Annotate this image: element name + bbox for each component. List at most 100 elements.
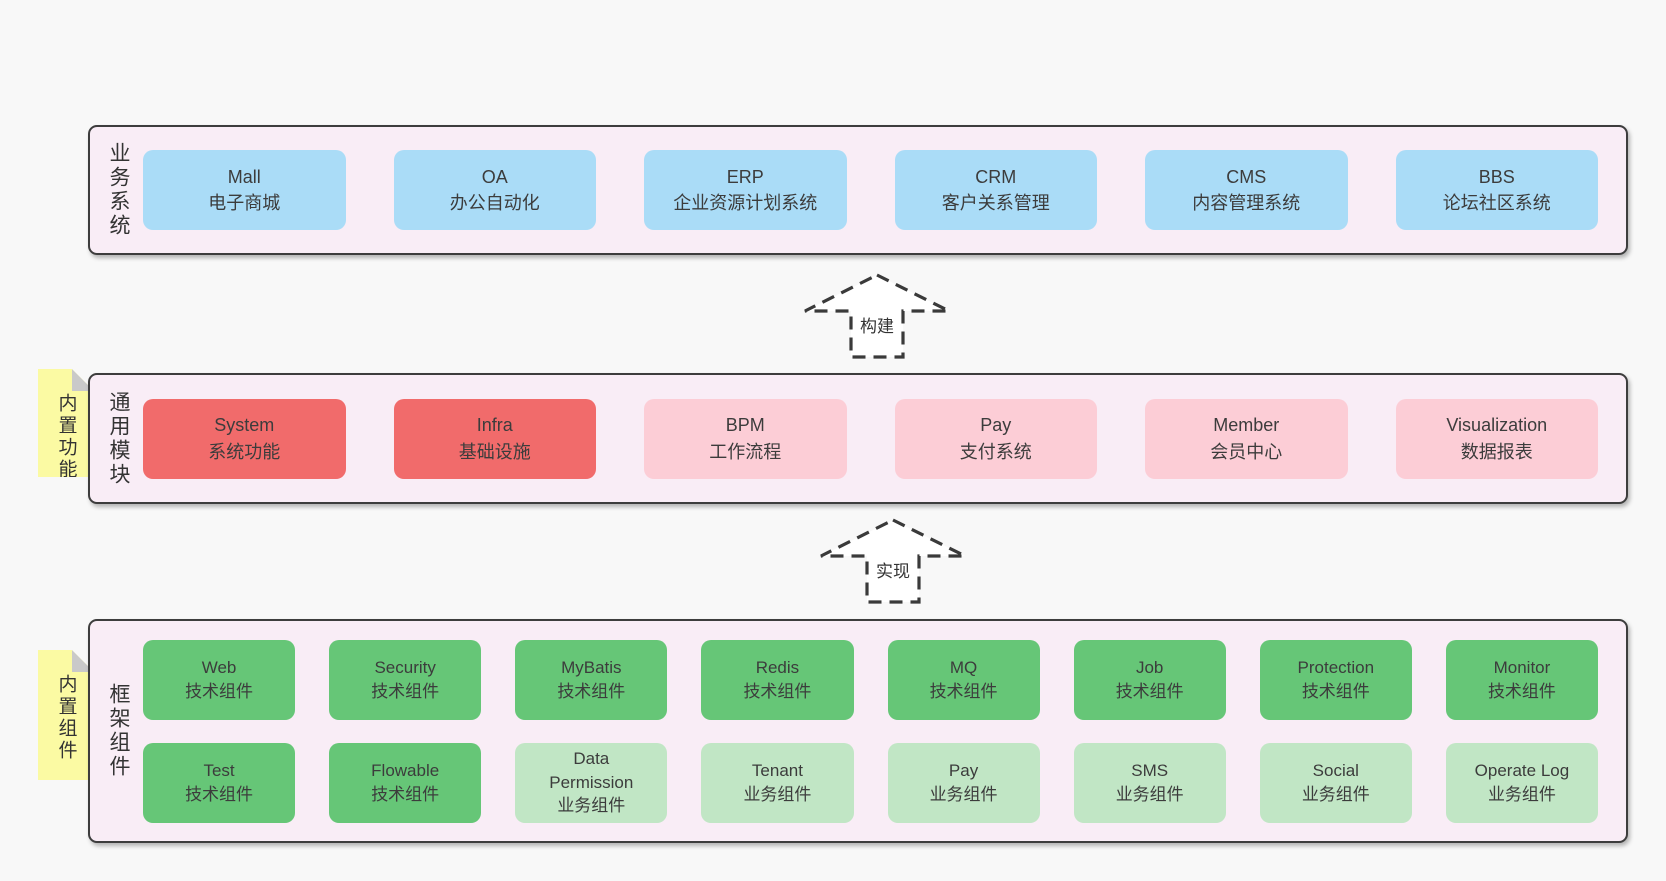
box-mall: Mall 电子商城: [143, 150, 346, 230]
implement-arrow-label: 实现: [873, 557, 913, 582]
box-desc: 业务组件: [743, 784, 812, 804]
business-systems-panel: 业务系统 Mall 电子商城 OA 办公自动化 ERP 企业资源计划系统 CRM…: [88, 125, 1628, 255]
box-desc: 基础设施: [458, 441, 531, 462]
box-desc: 技术组件: [1301, 681, 1370, 701]
box-tenant: Tenant 业务组件: [701, 742, 854, 823]
box-test: Test 技术组件: [143, 742, 296, 823]
box-name: Protection: [1297, 658, 1375, 678]
box-name: CMS: [1226, 166, 1267, 187]
box-name: Operate Log: [1474, 761, 1570, 781]
common-modules-row: System 系统功能 Infra 基础设施 BPM 工作流程 Pay 支付系统…: [133, 398, 1626, 479]
box-desc: 系统功能: [208, 441, 281, 462]
box-system: System 系统功能: [143, 398, 346, 479]
box-name: Job: [1135, 658, 1164, 678]
box-desc: 技术组件: [557, 681, 626, 701]
box-desc: 业务组件: [1301, 784, 1370, 804]
box-name: Data Permission: [549, 749, 634, 792]
box-name: BBS: [1478, 166, 1515, 187]
box-cms: CMS 内容管理系统: [1145, 150, 1348, 230]
business-systems-title: 业务系统: [107, 142, 130, 238]
box-desc: 办公自动化: [449, 193, 540, 213]
box-name: Pay: [980, 415, 1012, 436]
box-desc: 企业资源计划系统: [673, 193, 818, 213]
box-web: Web 技术组件: [143, 639, 296, 720]
box-name: Visualization: [1446, 415, 1548, 436]
box-desc: 技术组件: [185, 784, 254, 804]
box-name: Mall: [227, 166, 261, 187]
box-oa: OA 办公自动化: [393, 150, 596, 230]
box-name: Flowable: [371, 761, 440, 781]
box-security: Security 技术组件: [329, 639, 482, 720]
business-systems-row: Mall 电子商城 OA 办公自动化 ERP 企业资源计划系统 CRM 客户关系…: [133, 150, 1626, 230]
box-mybatis: MyBatis 技术组件: [515, 639, 668, 720]
box-mq: MQ 技术组件: [887, 639, 1040, 720]
box-desc: 业务组件: [929, 784, 998, 804]
box-desc: 客户关系管理: [941, 193, 1050, 213]
implement-arrow-icon: 实现: [818, 517, 968, 605]
box-sms: SMS 业务组件: [1073, 742, 1226, 823]
box-name: System: [214, 415, 275, 436]
box-desc: 论坛社区系统: [1442, 193, 1551, 213]
box-name: Member: [1213, 415, 1280, 436]
box-name: BPM: [725, 415, 765, 436]
box-desc: 技术组件: [1115, 681, 1184, 701]
box-desc: 业务组件: [1487, 784, 1556, 804]
box-monitor: Monitor 技术组件: [1445, 639, 1598, 720]
box-name: CRM: [975, 166, 1017, 187]
box-name: Tenant: [751, 761, 803, 781]
box-desc: 技术组件: [371, 681, 440, 701]
box-name: MQ: [949, 658, 978, 678]
box-name: Infra: [476, 415, 513, 436]
box-name: Security: [374, 658, 436, 678]
box-desc: 技术组件: [371, 784, 440, 804]
box-name: Pay: [948, 761, 979, 781]
builtin-features-label: 内置功能: [55, 393, 77, 481]
box-bpm: BPM 工作流程: [644, 398, 847, 479]
builtin-components-sticky: 内置组件: [38, 650, 94, 780]
box-job: Job 技术组件: [1073, 639, 1226, 720]
box-desc: 内容管理系统: [1192, 193, 1301, 213]
box-name: Social: [1312, 761, 1359, 781]
box-name: OA: [481, 166, 508, 187]
box-desc: 技术组件: [185, 681, 254, 701]
box-pay-component: Pay 业务组件: [887, 742, 1040, 823]
box-erp: ERP 企业资源计划系统: [644, 150, 847, 230]
box-data-permission: Data Permission 业务组件: [515, 742, 668, 823]
box-desc: 会员中心: [1210, 441, 1283, 462]
box-name: Redis: [755, 658, 800, 678]
box-infra: Infra 基础设施: [393, 398, 596, 479]
framework-components-title: 框架组件: [107, 683, 130, 779]
box-desc: 电子商城: [208, 193, 281, 213]
box-desc: 业务组件: [1115, 784, 1184, 804]
build-arrow-label: 构建: [857, 312, 897, 337]
builtin-features-sticky: 内置功能: [38, 369, 94, 477]
box-operate-log: Operate Log 业务组件: [1445, 742, 1598, 823]
box-redis: Redis 技术组件: [701, 639, 854, 720]
box-name: ERP: [726, 166, 764, 187]
box-desc: 业务组件: [557, 796, 626, 816]
box-bbs: BBS 论坛社区系统: [1395, 150, 1598, 230]
box-desc: 技术组件: [1487, 681, 1556, 701]
box-visualization: Visualization 数据报表: [1395, 398, 1598, 479]
box-desc: 技术组件: [929, 681, 998, 701]
common-modules-title: 通用模块: [107, 390, 130, 487]
box-desc: 技术组件: [743, 681, 812, 701]
build-arrow-icon: 构建: [802, 272, 952, 360]
box-protection: Protection 技术组件: [1259, 639, 1412, 720]
box-social: Social 业务组件: [1259, 742, 1412, 823]
box-pay-module: Pay 支付系统: [894, 398, 1097, 479]
box-name: Test: [203, 761, 235, 781]
common-modules-panel: 通用模块 System 系统功能 Infra 基础设施 BPM 工作流程 Pay…: [88, 373, 1628, 504]
framework-components-grid: Web 技术组件 Security 技术组件 MyBatis 技术组件 Redi…: [133, 639, 1626, 823]
framework-components-panel: 框架组件 Web 技术组件 Security 技术组件 MyBatis 技术组件…: [88, 619, 1628, 843]
box-desc: 支付系统: [959, 441, 1032, 462]
box-name: Monitor: [1493, 658, 1551, 678]
box-member: Member 会员中心: [1145, 398, 1348, 479]
box-desc: 工作流程: [709, 441, 782, 462]
box-name: Web: [201, 658, 237, 678]
box-crm: CRM 客户关系管理: [894, 150, 1097, 230]
builtin-components-label: 内置组件: [55, 674, 77, 762]
box-flowable: Flowable 技术组件: [329, 742, 482, 823]
box-name: MyBatis: [561, 658, 622, 678]
box-name: SMS: [1131, 761, 1169, 781]
